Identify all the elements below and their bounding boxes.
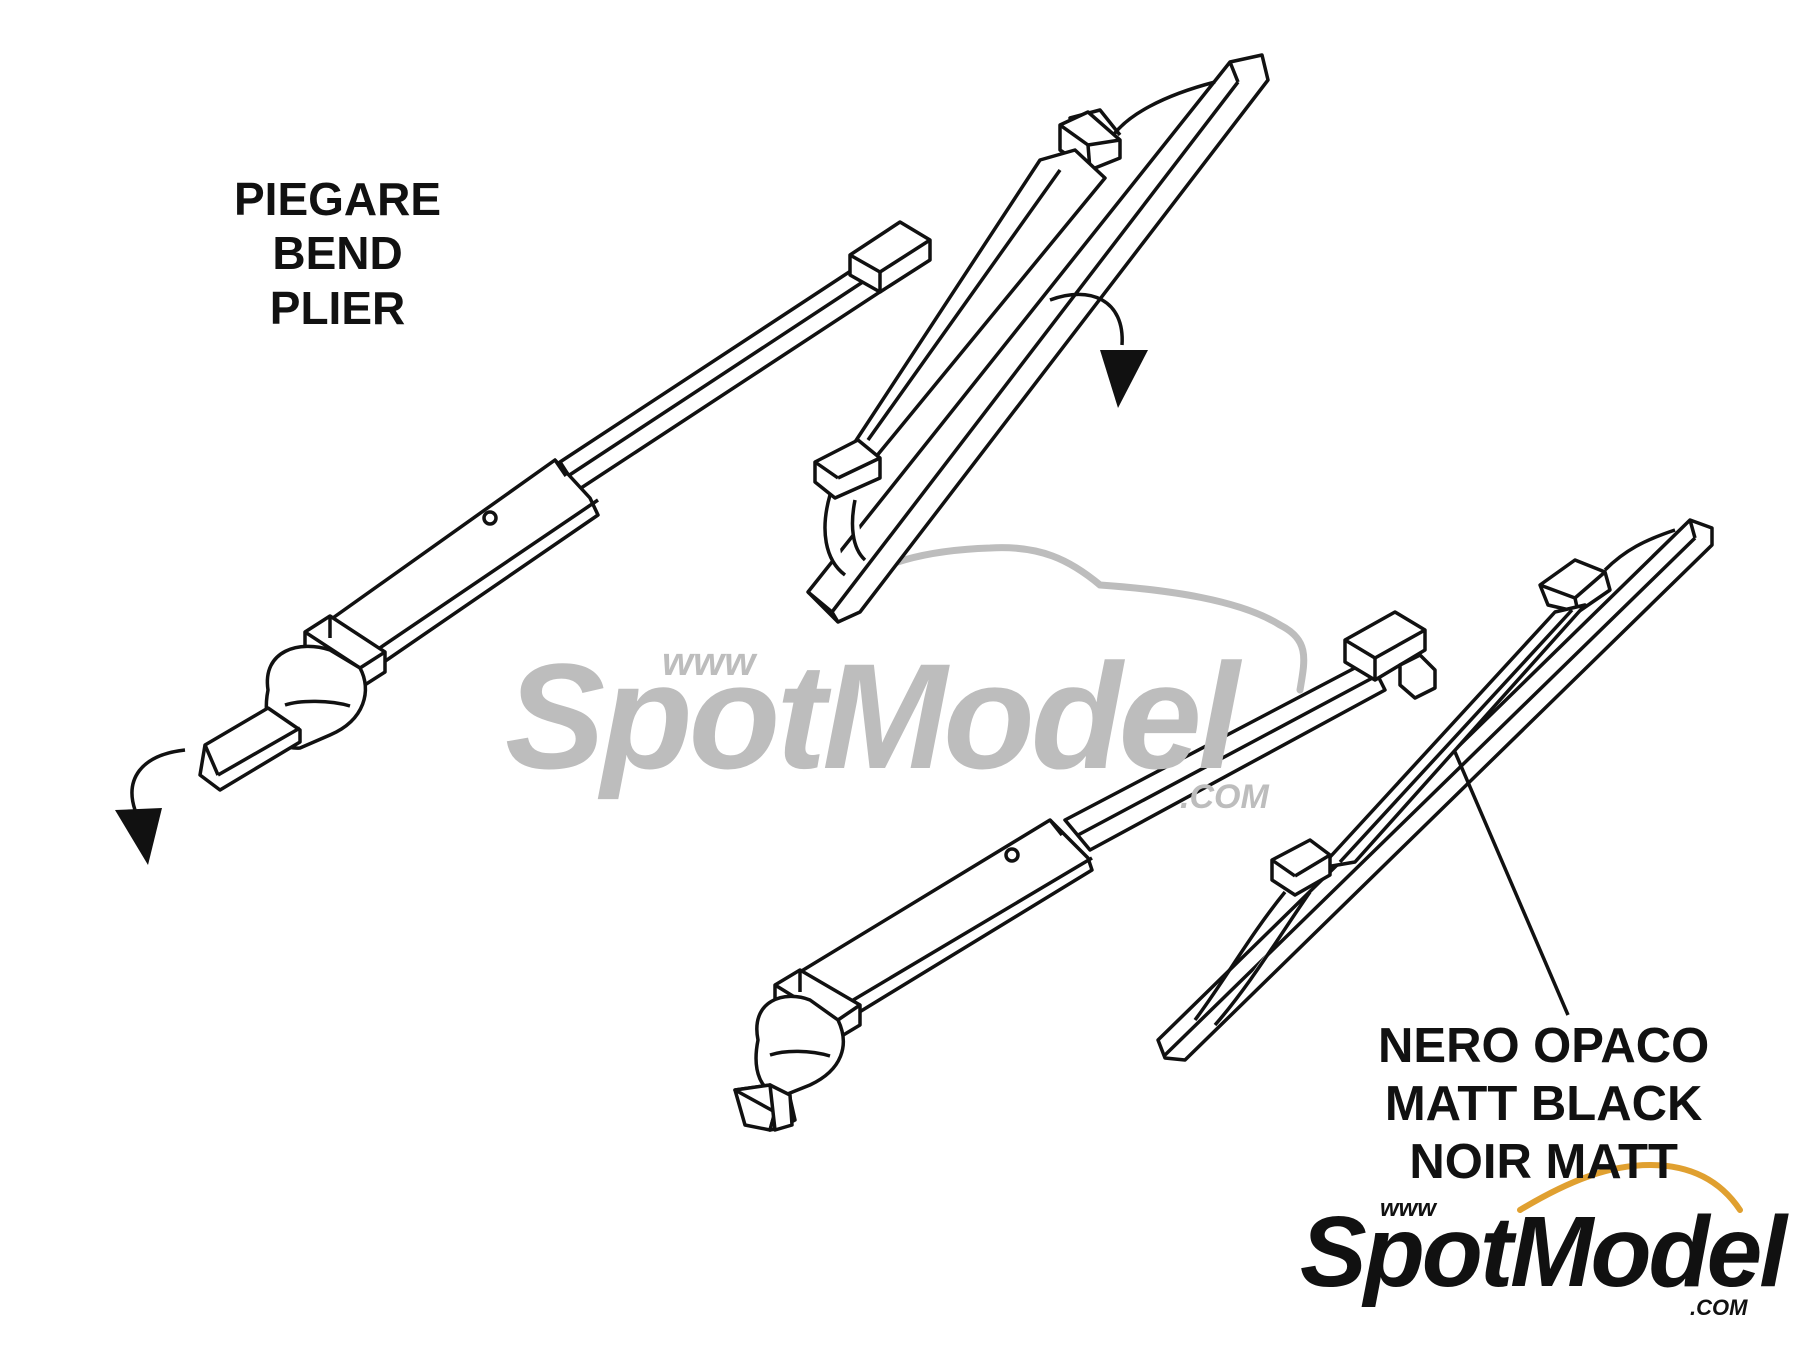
watermark-corner-logo: SpotModel <box>1300 1196 1787 1308</box>
arrow-head-blade <box>1100 350 1148 408</box>
lower-wiper-blade <box>1156 518 1714 1062</box>
paint-leader-line <box>1453 751 1570 1016</box>
paint-label-line-3: NOIR MATT <box>1409 1134 1678 1189</box>
paint-color-label: NERO OPACO MATT BLACK NOIR MATT <box>1378 1018 1709 1191</box>
bend-label-line-2: BEND <box>272 227 403 280</box>
upper-wiper-arm <box>198 220 932 792</box>
arrow-head-tab <box>115 808 162 865</box>
paint-label-line-1: NERO OPACO <box>1378 1019 1710 1073</box>
watermark-center-car-outline <box>816 544 1308 694</box>
arrow-rotate-tab <box>130 748 186 811</box>
watermark-corner-prefix: www <box>1380 1195 1437 1222</box>
bend-label-line-3: PLIER <box>269 281 406 334</box>
watermark-center-suffix: .COM <box>1180 778 1269 816</box>
bend-instruction-label: PIEGARE BEND PLIER <box>234 172 441 335</box>
arrow-rotate-blade <box>1049 292 1124 346</box>
lower-wiper-arm <box>733 610 1437 1132</box>
paint-label-line-2: MATT BLACK <box>1384 1076 1703 1131</box>
watermark-center-prefix: www <box>662 640 756 684</box>
watermark-corner-swoosh <box>1517 1161 1743 1213</box>
watermark-corner-suffix: .COM <box>1690 1295 1748 1320</box>
watermark-center-logo: SpotModel <box>505 632 1240 800</box>
upper-wiper-blade <box>806 53 1270 624</box>
bend-label-line-1: PIEGARE <box>234 173 442 225</box>
